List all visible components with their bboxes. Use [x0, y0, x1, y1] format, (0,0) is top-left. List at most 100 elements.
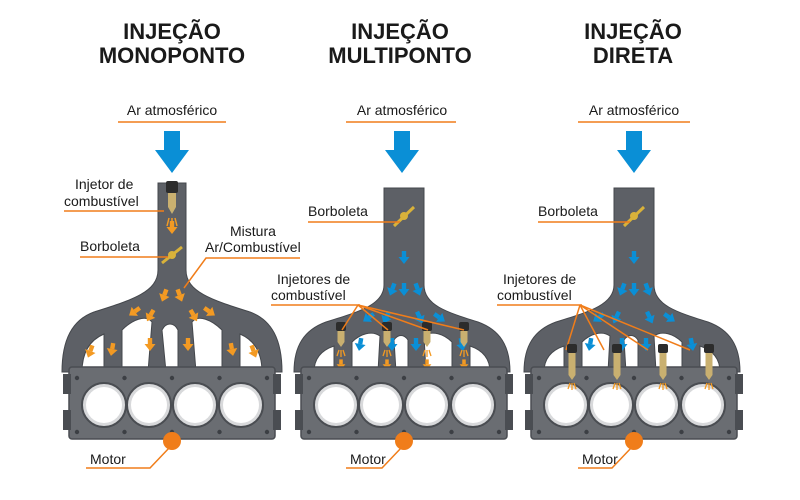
panel1-mix-leader	[183, 257, 300, 289]
panel2-injector-leaders	[341, 304, 465, 331]
flow-arrow	[640, 338, 652, 351]
flow-arrow	[584, 337, 596, 351]
bolt	[264, 375, 270, 381]
panel3-motor: Motor	[578, 432, 643, 469]
bolt	[217, 429, 222, 435]
flow-arrow	[628, 283, 640, 296]
injector-icon	[658, 344, 668, 390]
bolt	[264, 429, 270, 435]
motor-dot	[625, 432, 643, 450]
motor-dot	[395, 432, 413, 450]
flow-arrow	[644, 310, 655, 324]
panel3-manifold	[523, 187, 741, 373]
bolt	[401, 375, 407, 381]
cylinder-bore	[409, 387, 445, 423]
panel1-throttle-valve-icon	[161, 245, 183, 265]
panel1-manifold	[61, 182, 283, 373]
flow-arrow	[398, 251, 410, 264]
panel2-air-flow	[336, 251, 469, 370]
flow-arrow	[85, 344, 96, 358]
air-inlet-arrow-icon	[155, 131, 189, 173]
cylinder-bore	[86, 387, 122, 423]
bolt	[449, 429, 454, 435]
flow-arrow	[144, 338, 156, 351]
bolt	[726, 429, 732, 435]
cylinder-bore	[177, 387, 213, 423]
bolt	[496, 375, 502, 381]
panel3-engine-block	[525, 344, 743, 440]
flow-arrow	[182, 338, 194, 351]
cylinder-bore	[593, 387, 629, 423]
cylinder-bore	[363, 387, 399, 423]
air-inlet-arrow-icon	[617, 131, 651, 173]
injector-icon	[704, 344, 714, 390]
flow-arrow	[174, 288, 185, 302]
panel3-title-line1: INJEÇÃO	[584, 19, 682, 44]
bolt	[217, 375, 222, 381]
injector-icon	[567, 344, 577, 390]
panel1-engine-block	[63, 366, 281, 440]
panel1-throttle-label: Borboleta	[80, 238, 140, 254]
bolt	[679, 429, 684, 435]
bolt	[584, 429, 589, 435]
panel1-motor-label: Motor	[90, 451, 126, 467]
block-tab	[735, 410, 743, 430]
air-inlet-arrow-icon	[385, 131, 419, 173]
panel2-injectors	[336, 322, 469, 357]
bolt	[631, 375, 637, 381]
cylinder-bore	[455, 387, 491, 423]
bolt	[74, 375, 80, 381]
flow-arrow	[354, 337, 366, 351]
block-tab	[735, 374, 743, 394]
cylinder-bore	[548, 387, 584, 423]
cylinder-bore	[318, 387, 354, 423]
motor-dot	[163, 432, 181, 450]
panel2-throttle-valve-icon	[392, 205, 416, 228]
flow-arrow	[412, 282, 423, 296]
bolt	[496, 429, 502, 435]
bolt	[122, 429, 127, 435]
panel3-injector-leaders	[565, 304, 691, 351]
flow-arrow	[159, 288, 170, 302]
panel-direta: INJEÇÃO DIRETA Ar atmosférico Borboleta …	[497, 19, 743, 469]
flow-arrow	[166, 221, 178, 234]
panel2-motor: Motor	[346, 432, 413, 469]
bolt	[679, 375, 684, 381]
block-tab	[295, 410, 303, 430]
panel-multiponto: INJEÇÃO MULTIPONTO Ar atmosférico Borbol…	[271, 19, 513, 469]
flow-arrow	[628, 251, 640, 264]
flow-arrow	[203, 306, 215, 316]
injector-icon	[382, 322, 392, 357]
panel1-mix-label-1: Mistura	[230, 223, 276, 239]
cylinder-bore	[639, 387, 675, 423]
bolt	[536, 429, 542, 435]
cylinder-bore	[131, 387, 167, 423]
flow-arrow	[398, 283, 410, 296]
panel1-mix-label-2: Ar/Combustível	[205, 239, 301, 255]
block-tab	[63, 374, 71, 394]
panel1-air-label: Ar atmosférico	[127, 102, 217, 118]
panel3-injectors-label-1: Injetores de	[503, 271, 576, 287]
flow-arrow	[410, 338, 422, 351]
panel1-injector-icon	[166, 181, 178, 227]
panel3-injectors-label-2: combustível	[497, 287, 572, 303]
cylinder-bore	[223, 387, 259, 423]
cylinder-bore	[685, 387, 721, 423]
panel3-air-label: Ar atmosférico	[589, 102, 679, 118]
panel2-title-line1: INJEÇÃO	[351, 19, 449, 44]
bolt	[726, 375, 732, 381]
panel3-throttle-label: Borboleta	[538, 203, 598, 219]
panel2-throttle-label: Borboleta	[308, 203, 368, 219]
bolt	[354, 375, 359, 381]
bolt	[306, 375, 312, 381]
flow-arrow	[188, 308, 199, 322]
flow-arrow	[145, 308, 156, 322]
panel2-title-line2: MULTIPONTO	[328, 43, 471, 68]
block-tab	[525, 374, 533, 394]
panel1-injector-label-2: combustível	[64, 193, 139, 209]
flow-arrow	[129, 306, 141, 316]
panel2-air-label: Ar atmosférico	[357, 102, 447, 118]
flow-arrow	[433, 312, 445, 322]
